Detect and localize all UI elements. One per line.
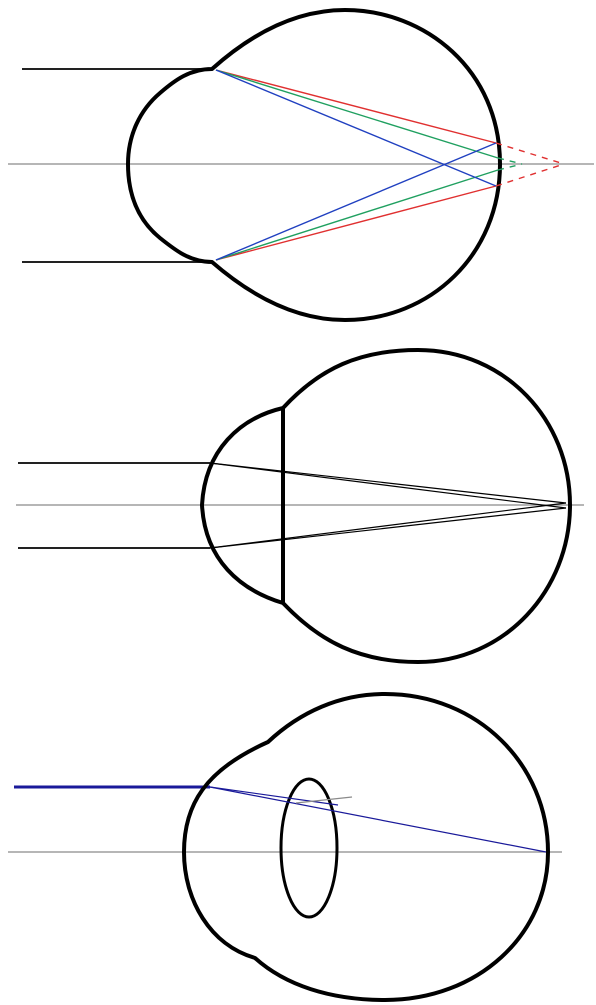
blue-ray-top [216, 70, 496, 186]
panel-chromatic-aberration [8, 10, 594, 320]
panel-lens-eye [8, 694, 562, 1000]
ray-bottom-upper [210, 503, 566, 548]
red-ray-top [216, 70, 496, 143]
red-ray-bottom-extension [496, 164, 564, 186]
eye-outline [202, 350, 570, 662]
ray-top-upper [210, 463, 566, 503]
green-ray-bottom [216, 170, 498, 260]
eye-outline [184, 694, 548, 1000]
ray-bottom-lower [210, 508, 566, 548]
green-ray-top [216, 70, 498, 158]
refracted-ray [210, 787, 546, 852]
refracted-ray-secondary [210, 787, 338, 805]
red-ray-bottom [216, 186, 496, 260]
blue-ray-bottom [216, 143, 496, 260]
ray-top-lower [210, 463, 566, 508]
red-ray-top-extension [496, 143, 564, 164]
panel-flat-cornea [16, 350, 584, 662]
